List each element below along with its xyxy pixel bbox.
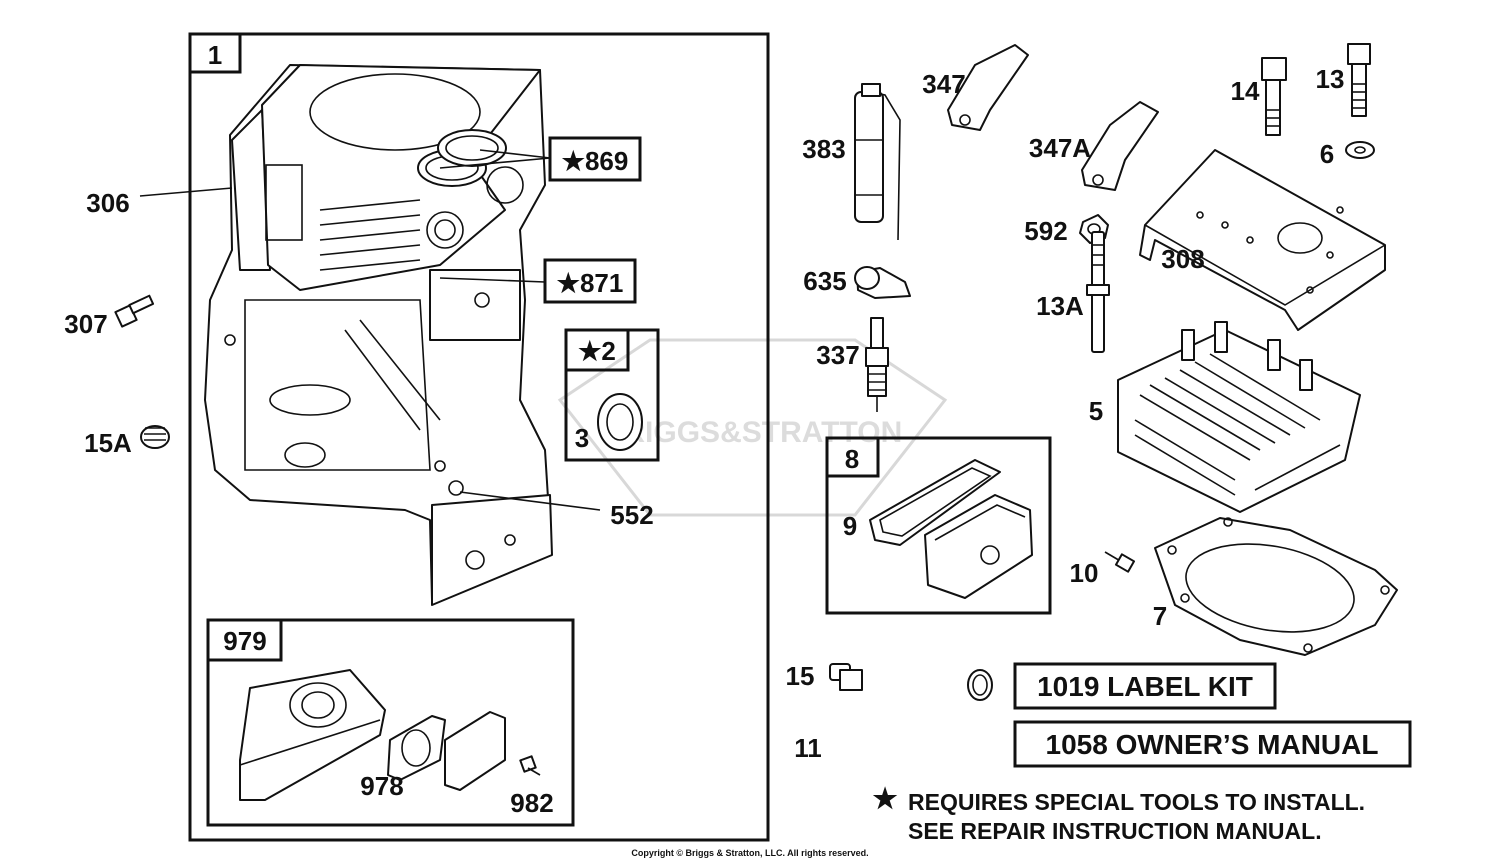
label-5: 5 (1089, 396, 1103, 426)
spark-plug-337-drawing (865, 317, 889, 412)
leader-552 (459, 491, 601, 511)
label-7: 7 (1153, 601, 1167, 631)
oil-seal-drawing (597, 393, 643, 451)
breather-mount-drawing (239, 669, 386, 801)
watermark-logo: BRIGGS&STRATTON (557, 338, 948, 517)
leader-871 (439, 277, 546, 283)
rocker-cover-drawing (924, 494, 1033, 599)
breather-tube-11-drawing (835, 669, 993, 750)
copyright-text: Copyright © Briggs & Stratton, LLC. All … (631, 848, 868, 858)
label-306: 306 (86, 188, 129, 218)
seal-kit-box-tag (564, 328, 630, 372)
screw-982-drawing (519, 755, 541, 776)
label-592: 592 (1024, 216, 1067, 246)
cover-set-box (825, 436, 1052, 615)
leader-869b (479, 149, 551, 159)
label-kit-box (1013, 662, 1277, 710)
bracket-347-drawing (947, 44, 1029, 131)
label-307: 307 (64, 309, 107, 339)
label-3: 3 (575, 423, 589, 453)
owners-manual-box (1013, 720, 1412, 768)
cylinder-box (188, 32, 770, 842)
stud-13A-drawing (1086, 231, 1110, 353)
label-15: 15 (786, 661, 815, 691)
leader-869a (439, 157, 551, 169)
footnote-line1: REQUIRES SPECIAL TOOLS TO INSTALL. (908, 789, 1365, 815)
callout-869-box (548, 136, 642, 182)
label-13: 13 (1316, 64, 1345, 94)
footnote-star: ★ (872, 783, 897, 814)
label-15A: 15A (84, 428, 132, 458)
owners-manual-text: 1058 OWNER’S MANUAL (1046, 729, 1379, 760)
bolt-307-drawing (114, 294, 155, 328)
cover-set-title: 8 (845, 444, 859, 474)
bracket-347A-drawing (1081, 101, 1159, 191)
label-6: 6 (1320, 139, 1334, 169)
bolt-14-drawing (1261, 57, 1287, 136)
label-871: ★871 (557, 268, 624, 298)
gasket-set-box (206, 618, 575, 827)
label-11: 11 (794, 733, 822, 763)
cover-set-box-tag (825, 436, 880, 478)
seal-kit-title: ★2 (578, 336, 616, 366)
label-982: 982 (510, 788, 553, 818)
gasket-set-box-tag (206, 618, 283, 662)
label-308: 308 (1161, 244, 1204, 274)
label-978: 978 (360, 771, 403, 801)
leader-306 (139, 187, 233, 197)
bolt-10-drawing (1104, 551, 1136, 573)
cylinder-box-title: 1 (208, 40, 222, 70)
label-383: 383 (802, 134, 845, 164)
label-13A: 13A (1036, 291, 1084, 321)
footnote-line2: SEE REPAIR INSTRUCTION MANUAL. (908, 818, 1322, 844)
cylinder-head-5-drawing (1117, 321, 1361, 513)
plug-15-drawing (829, 663, 863, 691)
washer-6-drawing (1345, 141, 1375, 159)
shield-308-drawing (1139, 149, 1386, 331)
cylinder-box-tag (188, 32, 242, 74)
gasket-978-drawing (387, 715, 446, 781)
label-14: 14 (1231, 76, 1260, 106)
callout-871-box (543, 258, 637, 304)
label-347A: 347A (1029, 133, 1091, 163)
label-552: 552 (610, 500, 653, 530)
label-10: 10 (1070, 558, 1099, 588)
plug-15A-drawing (140, 425, 170, 449)
bolt-13-drawing (1347, 43, 1371, 117)
connector-635-drawing (854, 266, 911, 299)
label-9: 9 (843, 511, 857, 541)
label-kit-text: 1019 LABEL KIT (1037, 671, 1253, 702)
label-635: 635 (803, 266, 846, 296)
gasket-9-drawing (869, 459, 1001, 546)
head-gasket-7-drawing (1154, 517, 1398, 656)
part-383-drawing (854, 83, 901, 241)
cover-plate-drawing (444, 711, 506, 791)
gasket-set-title: 979 (223, 626, 266, 656)
label-869: ★869 (562, 146, 629, 176)
watermark-text: BRIGGS&STRATTON (602, 416, 903, 449)
label-337: 337 (816, 340, 859, 370)
cylinder-block-drawing (204, 64, 553, 606)
